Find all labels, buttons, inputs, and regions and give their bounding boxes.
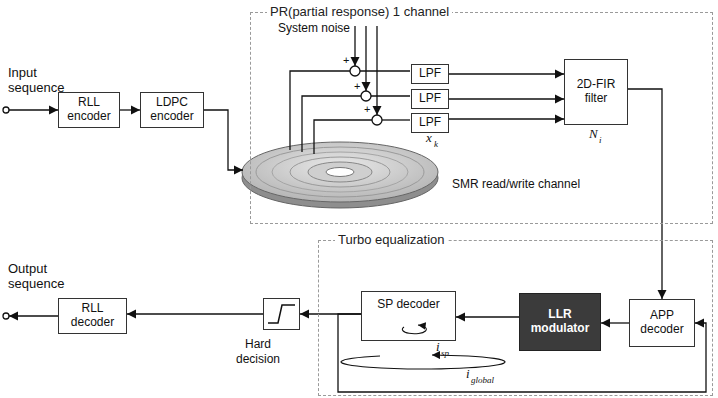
plus-sign: +	[343, 54, 349, 67]
decoder-box: SP decoder	[361, 291, 456, 341]
box-label: LPF	[419, 116, 441, 130]
subscript: sp	[441, 348, 449, 358]
signal-arrow	[120, 109, 140, 110]
signal-arrow	[601, 322, 629, 323]
output-label: Output sequence	[8, 262, 70, 292]
box-label: LDPC encoder	[144, 96, 200, 124]
process-box: RLL encoder	[58, 92, 120, 128]
box-label: LPF	[419, 67, 441, 81]
plus-sign: +	[364, 103, 370, 116]
box-label: 2D-FIR filter	[568, 78, 624, 106]
box-label: LLR modulator	[523, 308, 597, 336]
signal-arrow	[449, 118, 564, 119]
subscript: global	[471, 375, 494, 385]
signal-arrow	[127, 313, 263, 314]
box-label: RLL encoder	[62, 96, 116, 124]
channel-label: SMR read/write channel	[452, 178, 580, 192]
input-label: Input sequence	[8, 66, 70, 96]
region-title: PR(partial response) 1 channel	[267, 4, 452, 19]
box-label: APP decoder	[633, 309, 691, 337]
filter-box: LPF	[411, 113, 449, 133]
subscript: i	[599, 135, 602, 145]
equalizer-region: Turbo equalizationAPP decoderLLR modulat…	[318, 240, 713, 396]
signal-symbol: x	[426, 131, 432, 146]
process-box: LDPC encoder	[140, 92, 204, 128]
signal-arrow	[456, 316, 519, 317]
modulator-box: LLR modulator	[519, 293, 601, 351]
box-label: SP decoder	[377, 298, 440, 312]
iteration-symbol: i	[466, 367, 470, 382]
process-box: RLL decoder	[58, 298, 127, 334]
plus-sign: +	[354, 80, 360, 93]
disk-illustration	[242, 142, 438, 208]
channel-region: PR(partial response) 1 channelLPFLPFLPF2…	[250, 12, 713, 224]
signal-arrow	[449, 73, 564, 74]
decoder-box: APP decoder	[629, 299, 695, 347]
region-title: Turbo equalization	[335, 232, 447, 247]
filter-box: 2D-FIR filter	[564, 59, 628, 125]
filter-box: LPF	[411, 64, 449, 84]
decision-box: Hard decision	[263, 298, 300, 330]
signal-arrow	[449, 98, 564, 99]
signal-symbol: N	[589, 127, 598, 142]
subscript: k	[434, 139, 438, 149]
noise-label: System noise	[278, 22, 350, 36]
box-label: LPF	[419, 92, 441, 106]
signal-wires	[3, 26, 505, 369]
iteration-symbol: i	[436, 340, 440, 355]
box-label: RLL decoder	[62, 302, 123, 330]
signal-arrow	[628, 89, 662, 299]
box-label: Hard decision	[222, 337, 294, 367]
filter-box: LPF	[411, 89, 449, 109]
